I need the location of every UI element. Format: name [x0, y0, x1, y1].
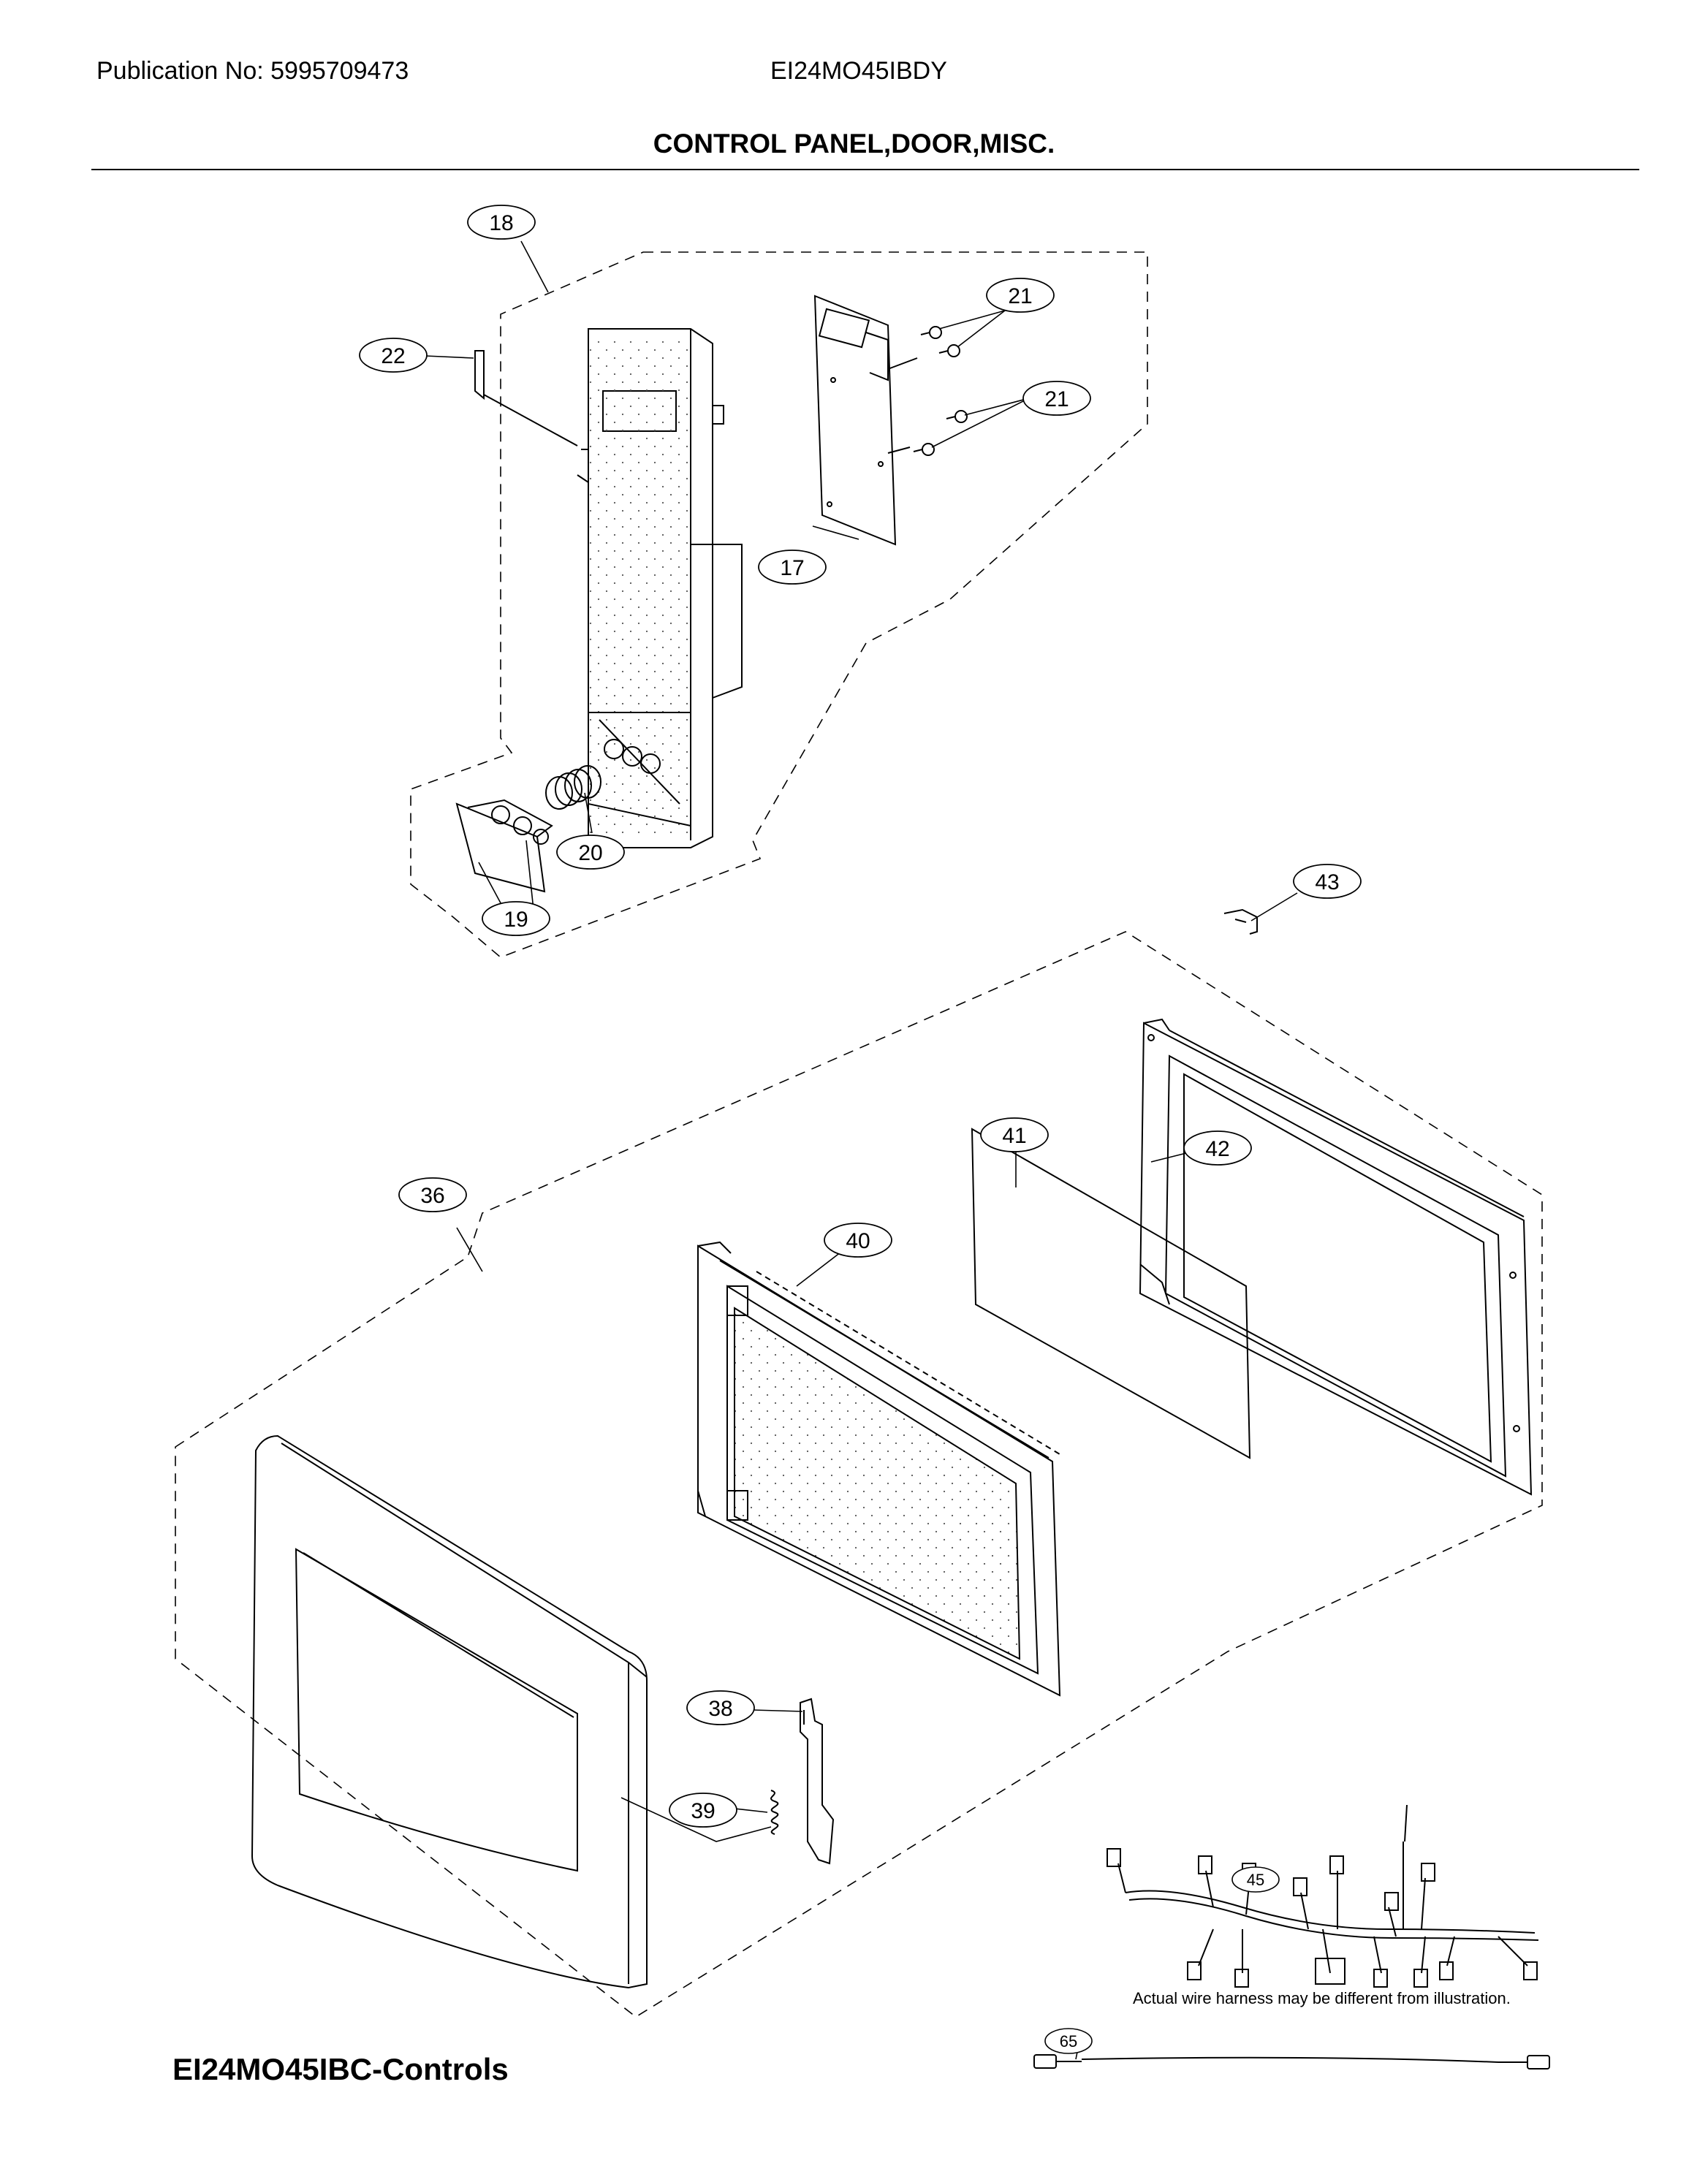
callout-18: 18 — [467, 205, 536, 240]
callout-17: 17 — [758, 550, 827, 585]
svg-text:41: 41 — [1002, 1124, 1026, 1148]
page-title: CONTROL PANEL,DOOR,MISC. — [653, 129, 1055, 159]
leader-lines — [425, 240, 1298, 2060]
callout-39: 39 — [669, 1793, 737, 1828]
window-glass — [971, 1128, 1251, 1459]
callout-40: 40 — [824, 1223, 892, 1258]
door-outer-panel — [251, 1434, 648, 1989]
latch-hook — [800, 1698, 835, 1865]
callout-43: 43 — [1293, 864, 1362, 899]
door-clip — [1223, 908, 1258, 935]
callout-42: 42 — [1183, 1130, 1252, 1166]
callout-41: 41 — [980, 1117, 1049, 1152]
latch-spring — [770, 1790, 779, 1835]
control-board — [813, 294, 897, 546]
door-choke-frame — [697, 1241, 1061, 1697]
svg-text:42: 42 — [1205, 1137, 1229, 1161]
publication-number: Publication No: 5995709473 — [96, 57, 409, 85]
callout-21b: 21 — [1022, 381, 1091, 416]
svg-text:36: 36 — [420, 1184, 444, 1208]
keypad-label — [474, 350, 578, 446]
callout-21a: 21 — [986, 278, 1055, 313]
jumper-wire — [1033, 2054, 1550, 2070]
callout-38: 38 — [686, 1690, 755, 1725]
control-panel-group-boundary — [410, 251, 1148, 958]
svg-text:38: 38 — [708, 1697, 732, 1721]
board-screws — [887, 326, 968, 456]
title-rule — [91, 169, 1639, 170]
svg-text:40: 40 — [846, 1229, 870, 1253]
svg-text:43: 43 — [1315, 870, 1339, 894]
callout-20: 20 — [556, 835, 625, 870]
callout-19: 19 — [482, 901, 550, 936]
svg-text:20: 20 — [578, 841, 602, 865]
callout-22: 22 — [359, 338, 428, 373]
callout-36: 36 — [398, 1177, 467, 1212]
knob-spring — [545, 765, 601, 810]
svg-text:39: 39 — [691, 1799, 715, 1823]
callout-45: 45 — [1231, 1866, 1280, 1893]
svg-text:65: 65 — [1060, 2032, 1077, 2051]
svg-text:19: 19 — [504, 908, 528, 932]
svg-text:18: 18 — [489, 211, 513, 235]
harness-note: Actual wire harness may be different fro… — [1133, 1989, 1511, 2007]
control-knob — [455, 799, 553, 893]
footer-label: EI24MO45IBC-Controls — [172, 2052, 509, 2086]
callout-65: 65 — [1044, 2028, 1093, 2054]
inner-door-frame — [1139, 1018, 1533, 1496]
svg-text:22: 22 — [381, 344, 405, 368]
svg-text:45: 45 — [1247, 1871, 1264, 1889]
control-panel-housing — [577, 328, 743, 848]
model-number: EI24MO45IBDY — [770, 57, 947, 85]
svg-text:21: 21 — [1044, 387, 1069, 411]
door-group-boundary — [175, 931, 1543, 2018]
svg-text:17: 17 — [780, 556, 804, 580]
svg-text:21: 21 — [1008, 284, 1032, 308]
wire-harness — [1107, 1804, 1539, 1988]
